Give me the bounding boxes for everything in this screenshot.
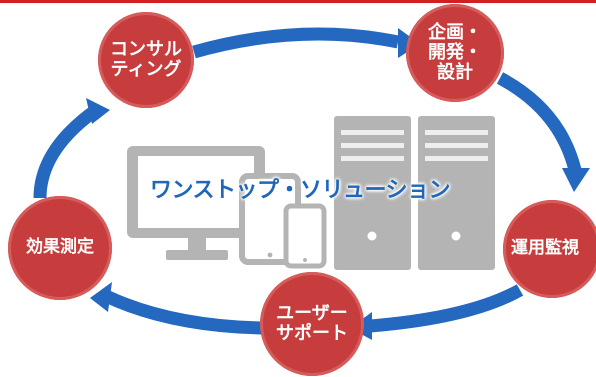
arrow-support-to-eval — [103, 290, 263, 335]
top-accent-bar — [0, 0, 596, 3]
server-tower-icon — [334, 116, 411, 270]
arrow-eval-to-consult — [33, 104, 100, 199]
node-support: ユーザー サポート — [260, 272, 364, 376]
node-support-line2: サポート — [276, 323, 348, 344]
node-evaluation-label: 効果測定 — [26, 237, 94, 258]
arrow-plan-to-ops — [496, 72, 582, 172]
node-planning-line3: 設計 — [437, 62, 473, 84]
node-consulting-line2: ティング — [110, 59, 182, 80]
node-planning-line1: 企画・ — [428, 21, 482, 43]
node-planning-line2: 開発・ — [428, 41, 482, 63]
smartphone-icon — [283, 203, 327, 269]
arrow-ops-to-support — [369, 284, 524, 333]
monitor-icon — [127, 146, 265, 260]
solution-label: ワンストップ・ソリューション — [149, 178, 451, 203]
node-operations: 運用監視 — [503, 200, 596, 298]
node-operations-label: 運用監視 — [511, 238, 579, 259]
server-tower-icon — [418, 116, 495, 270]
arrowhead-ops — [562, 168, 590, 192]
node-planning: 企画・ 開発・ 設計 — [406, 4, 504, 102]
node-support-line1: ユーザー — [276, 302, 348, 324]
node-consulting: コンサル ティング — [98, 12, 194, 108]
arrowhead-consult — [86, 98, 110, 124]
arrowhead-eval — [90, 282, 112, 312]
node-consulting-line1: コンサル — [110, 38, 182, 60]
node-evaluation: 効果測定 — [8, 196, 112, 300]
arrow-consult-to-plan — [192, 27, 400, 59]
